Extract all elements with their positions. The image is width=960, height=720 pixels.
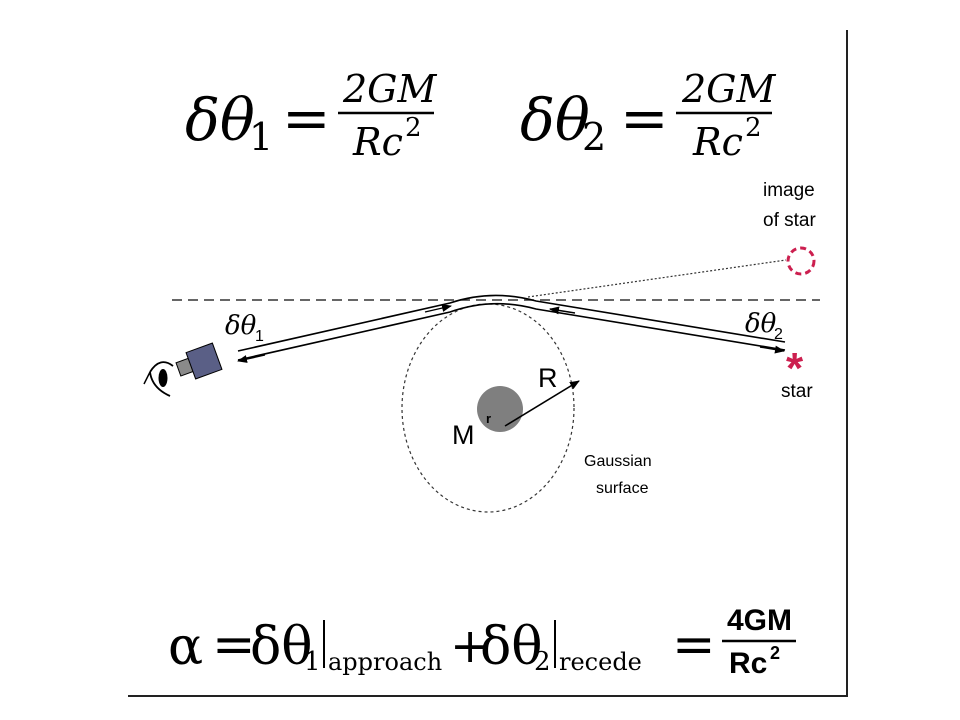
ray-arrow-right-a xyxy=(549,306,576,315)
ray-arrow-mid xyxy=(424,304,452,313)
term1-subscript: 1 xyxy=(304,647,321,677)
star-label: star xyxy=(781,381,813,402)
eq2-lhs-symbol: δθ xyxy=(520,86,590,154)
delta-theta-2-symbol: δθ xyxy=(745,309,777,339)
equation-deflection-2: δθ 2 = 2GM Rc 2 xyxy=(520,67,777,164)
eq2-denominator-exponent: 2 xyxy=(745,113,762,143)
gaussian-surface-label-line1: Gaussian xyxy=(584,453,652,470)
light-ray-outer xyxy=(237,302,786,361)
delta-theta-1-symbol: δθ xyxy=(225,311,257,341)
bottom-equals-1: = xyxy=(212,615,256,675)
image-projection-line xyxy=(527,259,787,298)
delta-theta-1-subscript: 1 xyxy=(255,328,264,345)
telescope-icon xyxy=(175,342,223,380)
small-radius-label: r xyxy=(486,411,491,426)
term2-subscript: 2 xyxy=(534,647,551,677)
term1-evaluation-label: approach xyxy=(328,648,442,676)
term1-symbol: δθ xyxy=(250,617,313,677)
ray-arrow-right-b xyxy=(759,345,785,354)
star-image-marker xyxy=(786,246,816,276)
eq1-equals: = xyxy=(282,84,331,152)
gaussian-surface xyxy=(401,303,575,513)
eq1-denominator-exponent: 2 xyxy=(405,113,422,143)
total-deflection-equation: α = δθ 1 approach + δθ 2 recede = 4GM Rc… xyxy=(168,604,796,680)
lensing-diagram: r R M δθ 1 δθ 2 image of star * star Gau… xyxy=(143,180,820,513)
alpha-symbol: α xyxy=(168,617,203,677)
radius-label: R xyxy=(538,363,558,393)
eq2-lhs-subscript: 2 xyxy=(582,115,606,159)
bottom-equals-2: = xyxy=(672,615,716,675)
observer-eye-icon xyxy=(143,361,174,397)
gaussian-surface-label-line2: surface xyxy=(596,480,649,497)
term2-evaluation-label: recede xyxy=(559,648,642,676)
bottom-denominator-exponent: 2 xyxy=(770,643,780,663)
mass-label: M xyxy=(452,420,475,450)
eq2-equals: = xyxy=(620,84,669,152)
term2-symbol: δθ xyxy=(480,617,543,677)
bottom-plus: + xyxy=(450,618,490,674)
light-ray-inner xyxy=(237,294,786,352)
equation-deflection-1: δθ 1 = 2GM Rc 2 xyxy=(185,67,438,164)
radius-arrow xyxy=(504,380,580,427)
image-of-star-label-line1: image xyxy=(763,180,815,201)
star-marker: * xyxy=(786,344,804,393)
ray-arrow-left xyxy=(237,354,266,363)
eq2-denominator: Rc xyxy=(692,120,743,164)
eq2-numerator: 2GM xyxy=(681,67,777,111)
bottom-numerator: 4GM xyxy=(727,604,792,637)
delta-theta-2-subscript: 2 xyxy=(774,326,783,343)
image-of-star-label-line2: of star xyxy=(763,210,816,231)
bottom-denominator: Rc xyxy=(729,647,767,680)
eq1-denominator: Rc xyxy=(352,120,403,164)
mass-body xyxy=(477,386,523,432)
eq1-lhs-symbol: δθ xyxy=(185,86,255,154)
eq1-numerator: 2GM xyxy=(342,67,438,111)
eq1-lhs-subscript: 1 xyxy=(249,115,273,159)
